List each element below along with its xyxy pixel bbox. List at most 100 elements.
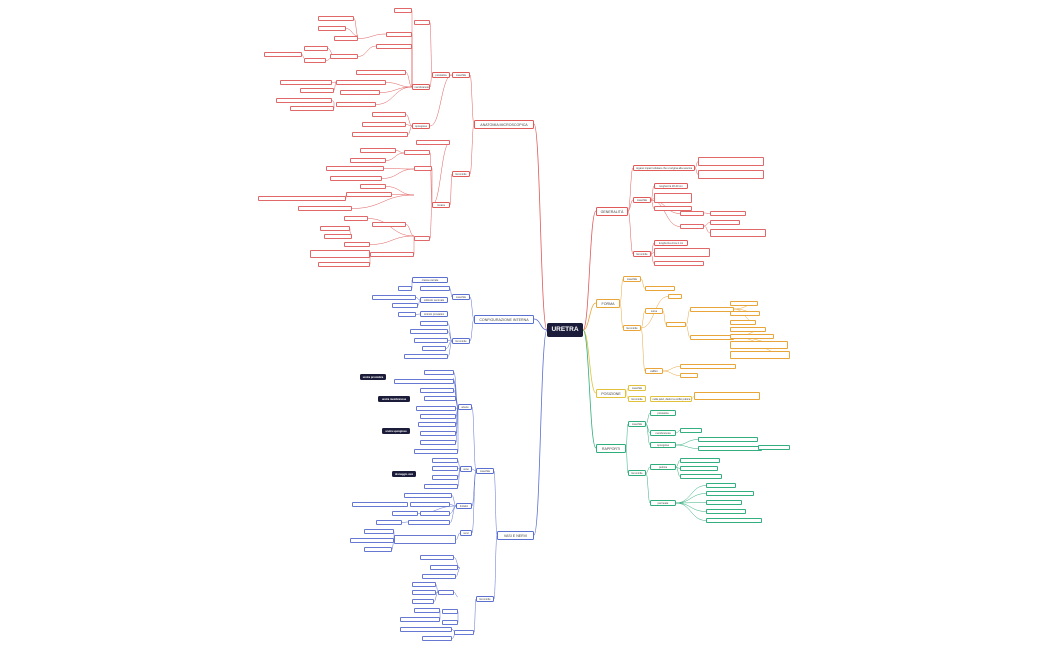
leaf-node[interactable] — [654, 193, 692, 203]
anatomia-maschile[interactable]: maschile — [452, 72, 470, 78]
branch-forma[interactable]: FORMA — [596, 299, 620, 308]
leaf-node[interactable] — [392, 303, 418, 308]
anatomia-prostatica[interactable]: prostatica — [432, 72, 450, 78]
leaf-node[interactable] — [324, 234, 352, 239]
leaf-node[interactable] — [410, 329, 448, 334]
leaf-node[interactable] — [690, 335, 734, 340]
rapporti-prostatica[interactable]: prostatica — [650, 410, 676, 416]
leaf-node[interactable] — [666, 322, 686, 327]
leaf-node[interactable] — [706, 509, 746, 514]
leaf-node[interactable] — [394, 8, 412, 13]
leaf-node[interactable] — [372, 112, 406, 117]
leaf-node[interactable] — [414, 166, 432, 171]
leaf-node[interactable] — [330, 54, 358, 59]
generalita-femminile[interactable]: femminile — [633, 251, 651, 257]
leaf-node[interactable] — [414, 608, 440, 613]
leaf-node[interactable] — [410, 502, 450, 507]
leaf-node[interactable] — [420, 555, 454, 560]
branch-configurazione-interna[interactable]: CONFIGURAZIONE INTERNA — [474, 315, 534, 324]
leaf-node[interactable] — [420, 511, 450, 516]
vasi-linfatici[interactable]: linfatici — [456, 503, 472, 509]
leaf-node[interactable] — [710, 229, 766, 237]
leaf-node[interactable] — [394, 379, 454, 384]
branch-anatomia-microscopica[interactable]: ANATOMIA MICROSCOPICA — [474, 120, 534, 129]
leaf-node[interactable] — [364, 529, 394, 534]
leaf-node[interactable] — [264, 52, 302, 57]
vasi-arterie[interactable]: arterie — [458, 404, 472, 410]
leaf-node[interactable] — [320, 226, 350, 231]
generalita-maschile[interactable]: maschile — [633, 197, 651, 203]
leaf-node[interactable] — [400, 617, 440, 622]
leaf-node[interactable] — [404, 150, 430, 155]
leaf-node[interactable] — [372, 222, 406, 227]
leaf-node[interactable] — [400, 627, 452, 632]
leaf-node[interactable] — [346, 192, 392, 197]
leaf-node[interactable] — [698, 157, 764, 166]
leaf-node[interactable] — [690, 307, 734, 312]
leaf-node[interactable] — [680, 224, 704, 229]
leaf-node[interactable] — [730, 320, 756, 325]
leaf-node[interactable] — [420, 440, 456, 445]
leaf-node[interactable] — [418, 422, 456, 427]
leaf-node[interactable] — [420, 414, 456, 419]
leaf-node[interactable] — [758, 445, 790, 450]
branch-vasi-e-nervi[interactable]: VASI E NERVI — [497, 531, 534, 540]
leaf-node[interactable] — [360, 148, 396, 153]
leaf-node[interactable] — [290, 106, 334, 111]
leaf-node[interactable] — [654, 206, 692, 211]
vasi-label-spongiosa[interactable]: uretra spongiosa — [382, 428, 410, 434]
leaf-node[interactable] — [414, 236, 430, 241]
posizione-femminile[interactable]: femminile — [628, 396, 646, 402]
anatomia-femminile[interactable]: femminile — [452, 171, 470, 177]
leaf-node[interactable] — [422, 346, 446, 351]
rapporti-femminile[interactable]: femminile — [628, 470, 646, 476]
leaf-node[interactable] — [680, 211, 704, 216]
vasi-label-prostatica[interactable]: uretra prostatica — [360, 374, 386, 380]
leaf-node[interactable] — [420, 388, 454, 393]
leaf-node[interactable] — [680, 458, 720, 463]
leaf-node[interactable] — [352, 132, 408, 137]
leaf-node[interactable] — [318, 262, 370, 267]
leaf-node[interactable] — [424, 396, 456, 401]
leaf-node[interactable] — [416, 406, 456, 411]
leaf-node[interactable] — [386, 32, 412, 37]
leaf-node[interactable] — [432, 458, 458, 463]
leaf-node[interactable] — [404, 354, 448, 359]
branch-rapporti[interactable]: RAPPORTI — [596, 444, 626, 453]
leaf-node[interactable] — [310, 250, 370, 258]
anatomia-membranosa[interactable]: membranosa — [412, 84, 430, 90]
leaf-node[interactable] — [706, 500, 742, 505]
leaf-node[interactable] — [370, 252, 414, 257]
leaf-node[interactable] — [698, 437, 758, 442]
leaf-node[interactable] — [276, 98, 332, 103]
leaf-node[interactable] — [420, 321, 448, 326]
leaf-node[interactable] — [394, 535, 456, 544]
rapporti-perineale[interactable]: perineale — [650, 500, 676, 506]
leaf-node[interactable] — [360, 184, 386, 189]
leaf-node[interactable] — [398, 312, 416, 317]
leaf-node[interactable] — [344, 242, 370, 247]
leaf-node[interactable] — [304, 58, 326, 63]
leaf-node[interactable] — [398, 286, 412, 291]
forma-calibro[interactable]: calibro — [645, 368, 663, 374]
vasi-nervi[interactable]: nervi — [460, 530, 472, 536]
leaf-node[interactable] — [352, 502, 408, 507]
rapporti-spongiosa[interactable]: spongiosa — [650, 442, 676, 448]
vasi-label-altro[interactable]: drenaggio vasi — [392, 471, 416, 477]
leaf-node[interactable] — [376, 520, 402, 525]
leaf-node[interactable] — [300, 88, 334, 93]
vasi-maschile[interactable]: maschile — [476, 468, 494, 474]
leaf-node[interactable] — [404, 493, 452, 498]
leaf-node[interactable] — [698, 170, 764, 179]
leaf-node[interactable] — [432, 466, 458, 471]
generalita-lunghezza-m[interactable]: lunghezza 18-20 cm — [654, 183, 688, 189]
leaf-node[interactable] — [330, 176, 382, 181]
forma-curve[interactable]: curve — [645, 308, 663, 314]
config-otricolo[interactable]: otricolo prostatico — [420, 311, 448, 317]
leaf-node[interactable] — [376, 44, 412, 49]
leaf-node[interactable] — [414, 20, 430, 25]
leaf-node[interactable] — [318, 16, 354, 21]
config-femminile[interactable]: femminile — [452, 338, 470, 344]
root-node[interactable]: URETRA — [547, 323, 583, 337]
leaf-node[interactable] — [438, 590, 454, 595]
